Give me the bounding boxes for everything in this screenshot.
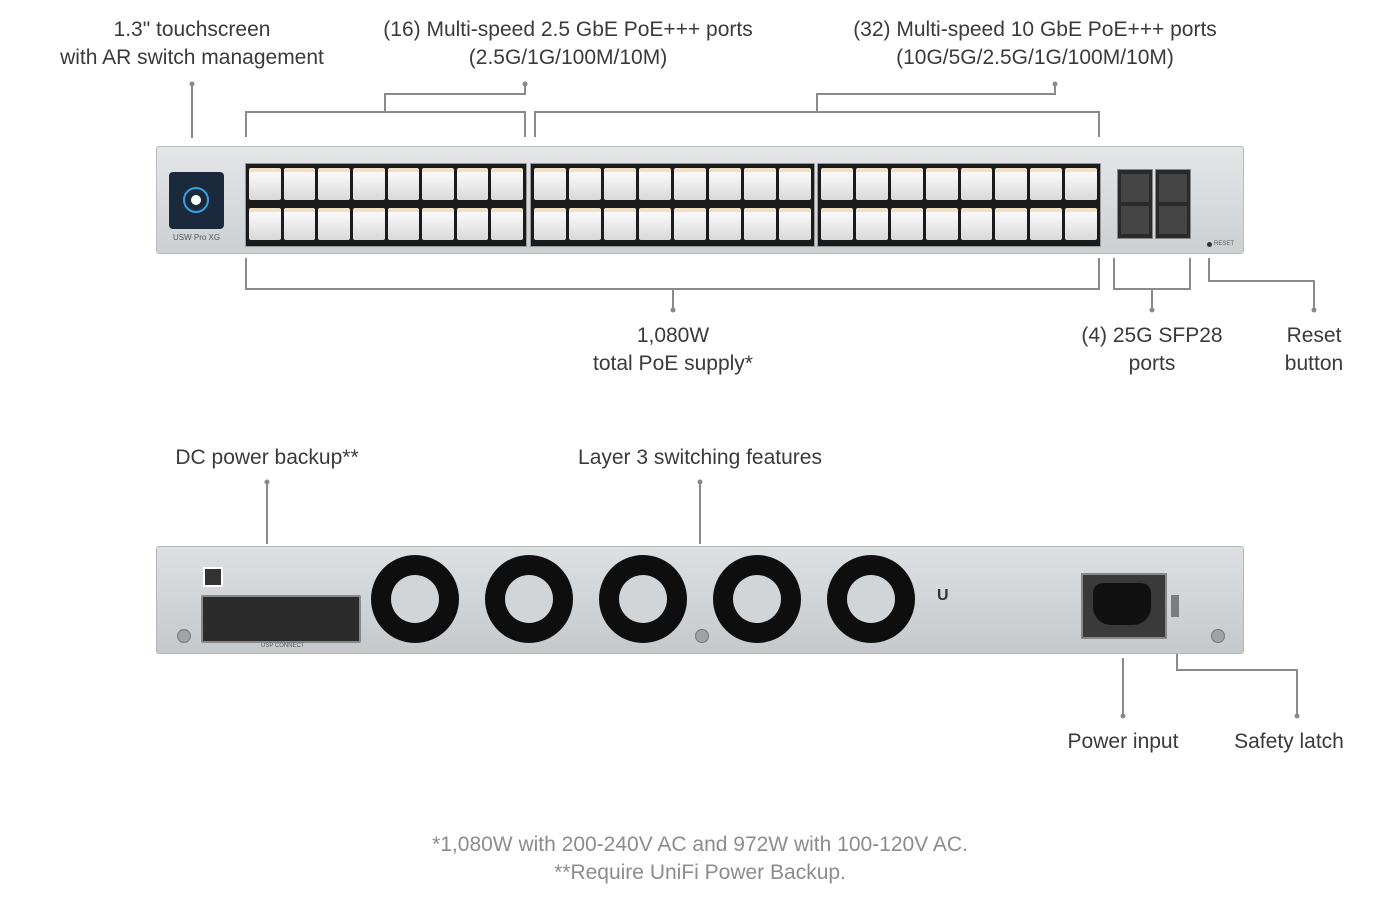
poe-bracket [245,258,1100,290]
qr-code-icon [203,567,223,587]
power-input-socket[interactable] [1081,573,1167,639]
sfp-bracket [1113,258,1191,290]
dc-backup-label: DC power backup** [175,446,359,469]
touchscreen-label: 1.3" touchscreen with AR switch manageme… [60,18,324,69]
model-name: USW Pro XG [173,233,221,242]
switch-rear-panel: USP CONNECT U [156,546,1244,654]
screw-icon [695,629,709,643]
safety-latch-label: Safety latch [1234,730,1344,753]
fan-icon [827,555,915,643]
sfp28-label: (4) 25G SFP28 ports [1081,324,1223,375]
fan-icon [485,555,573,643]
screw-icon [1211,629,1225,643]
reset-text: RESET [1214,241,1235,247]
screen-dot-icon [191,195,201,205]
usp-connect-text: USP CONNECT [261,643,305,649]
ports-10g-label: (32) Multi-speed 10 GbE PoE+++ ports (10… [853,18,1217,69]
reset-leader [1208,258,1315,310]
touchscreen-display[interactable] [169,172,224,229]
ports-2-5g-bracket [245,111,526,137]
dc-power-backup-port[interactable] [201,595,361,643]
switch-front-panel: USW Pro XG RESET [156,146,1244,254]
reset-label: Reset button [1284,324,1344,375]
port-block-3 [817,163,1101,247]
fan-icon [371,555,459,643]
screen-ring-icon [183,187,209,213]
ubiquiti-logo-icon: U [937,587,949,604]
power-input-label: Power input [1067,730,1179,753]
ports-10g-leader [816,84,1056,112]
fan-icon [713,555,801,643]
sfp-cage-right [1155,169,1191,239]
ports-2-5g-label: (16) Multi-speed 2.5 GbE PoE+++ ports (2… [383,18,753,69]
ports-2-5g-leader [384,84,526,112]
sfp-cage-left [1117,169,1153,239]
fan-icon [599,555,687,643]
screw-icon [177,629,191,643]
reset-button[interactable] [1207,242,1212,247]
safety-latch[interactable] [1171,595,1179,617]
port-block-2 [530,163,815,247]
safety-latch-leader [1176,652,1298,716]
port-block-1 [245,163,527,247]
ports-10g-bracket [534,111,1100,137]
poe-supply-label: 1,080W total PoE supply* [593,324,753,375]
layer3-label: Layer 3 switching features [578,446,822,469]
footnote: *1,080W with 200-240V AC and 972W with 1… [432,833,968,884]
